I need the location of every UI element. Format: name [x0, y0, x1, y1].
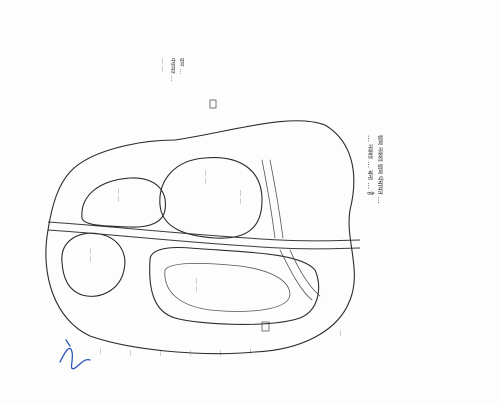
right-label-group: … … [238, 190, 245, 204]
lower-right-lobe [149, 246, 320, 325]
bottom-label-2: … [128, 350, 135, 356]
side-note-line-1: ग्राम … [178, 58, 185, 74]
label-right-lobe: … … [238, 190, 245, 204]
left-circle-region [61, 232, 126, 297]
lane-right [261, 159, 313, 301]
small-note-group: … [338, 330, 345, 336]
inner-lower-shape [164, 262, 291, 312]
label-upper-left-lobe: … … [116, 188, 123, 202]
upper-left-label-group: … … [116, 188, 123, 202]
bottom-label-4: … [188, 350, 195, 356]
header-note-line2: … नक्शा … बना … है [366, 135, 375, 195]
marker-box-1 [209, 99, 217, 109]
signature-tick [65, 339, 71, 347]
side-note-line-3: … … [160, 58, 167, 72]
outer-boundary [45, 120, 355, 355]
lower-right-label-group: … … [194, 278, 201, 292]
bottom-label-6: … [248, 348, 255, 354]
upper-left-lobe [81, 177, 166, 228]
small-note-bottom: … [338, 330, 345, 336]
marker-box-2 [261, 321, 270, 332]
side-notes: ग्राम … पंचायत … … … [160, 58, 185, 82]
label-lower-right-lobe: … … [194, 278, 201, 292]
bottom-label-1: … [98, 348, 105, 354]
bottom-labels: … … … … … … [98, 348, 255, 356]
center-lobe [159, 157, 263, 239]
main-road-top [47, 221, 361, 242]
label-center-lobe: … … [203, 170, 210, 184]
label-left-circle: … … [88, 248, 95, 262]
signature-mark [59, 347, 91, 370]
bottom-label-5: … [218, 350, 225, 356]
header-note-line1: ग्राम नक्शा ग्राम पंचायत … [376, 135, 384, 204]
header-notes: ग्राम नक्शा ग्राम पंचायत … … नक्शा … बना… [366, 135, 384, 204]
side-note-line-2: पंचायत … [169, 58, 176, 82]
left-circle-label-group: … … [88, 248, 95, 262]
bottom-label-3: … [158, 350, 165, 356]
lane-right-2 [269, 159, 321, 297]
center-label-group: … … [203, 170, 210, 184]
